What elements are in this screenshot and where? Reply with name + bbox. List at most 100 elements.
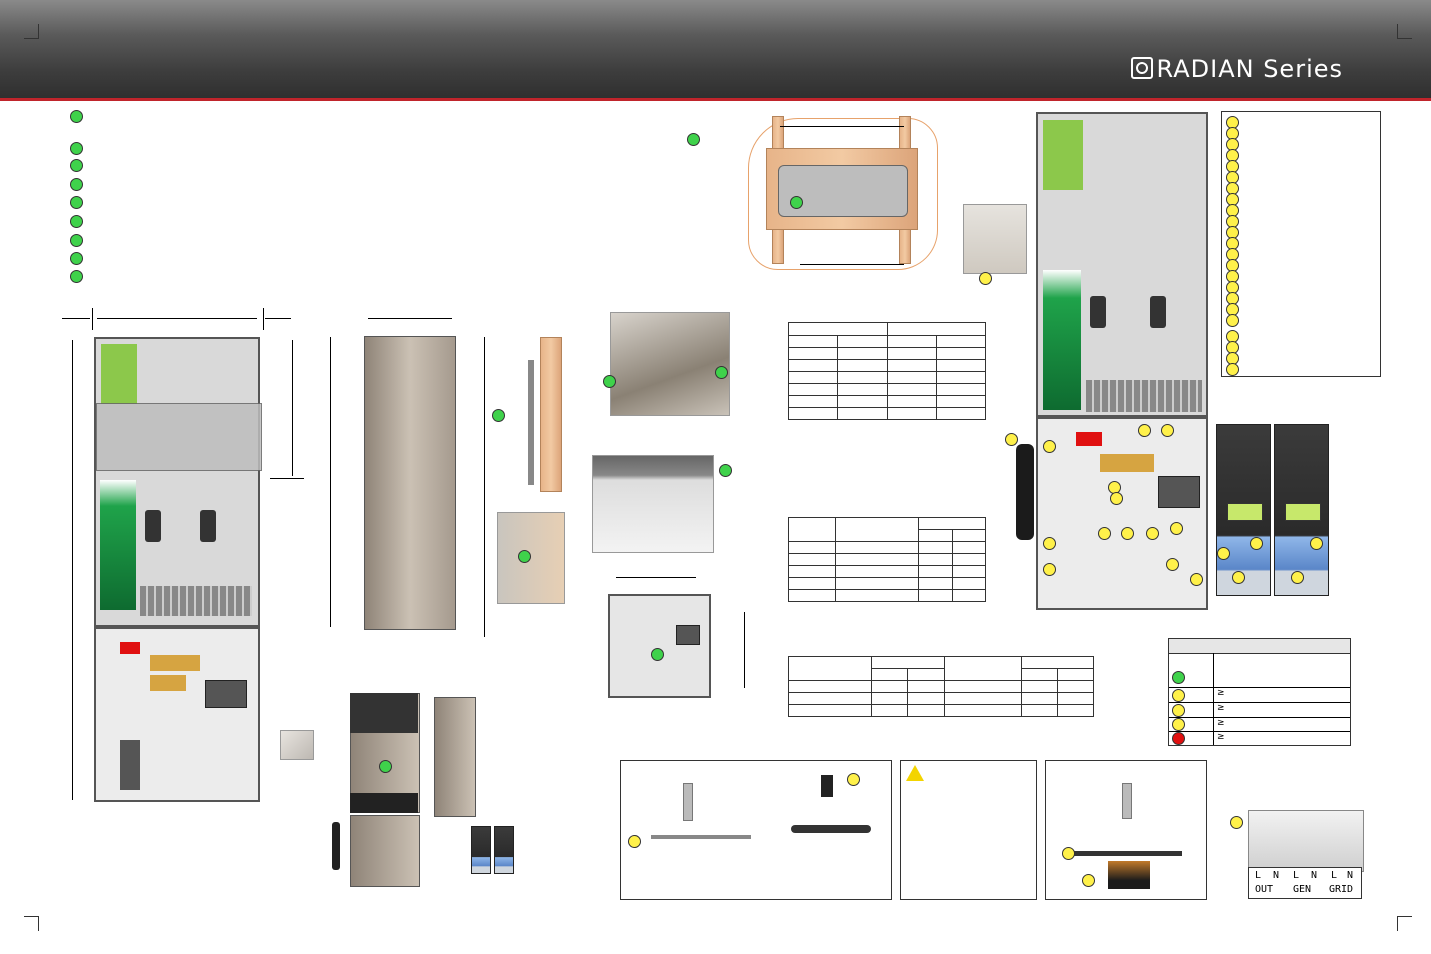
mounting-plate (96, 403, 262, 471)
green-marker-icon (603, 375, 616, 388)
busbar-icon (651, 835, 751, 839)
terminal-block (1248, 810, 1364, 872)
terminal-label: L (1255, 870, 1262, 881)
terminal-group-label: OUT (1255, 884, 1274, 895)
green-marker-icon (687, 133, 700, 146)
side-panel (364, 336, 456, 630)
remote-display-icon (332, 822, 340, 870)
green-marker-icon (70, 196, 83, 209)
inverter-top-vent (350, 693, 418, 733)
brand-text: RADIAN Series (1156, 55, 1343, 83)
crop-mark-icon (1397, 24, 1412, 39)
legend-header (1169, 639, 1350, 654)
warning-panel (900, 760, 1037, 900)
dimension-line (368, 318, 452, 319)
fan-icon (1090, 296, 1106, 328)
legend-symbol: ≥ (1217, 718, 1225, 728)
dimension-line (265, 318, 291, 319)
green-marker-icon (70, 142, 83, 155)
dimension-line (270, 478, 304, 479)
yellow-marker-icon (1043, 537, 1056, 550)
crop-mark-icon (24, 916, 39, 931)
terminal-screw-icon (821, 775, 833, 797)
vent-grille (1086, 380, 1202, 412)
spec-table-1 (787, 322, 987, 420)
wall-outline (748, 118, 938, 270)
side-enclosure (434, 697, 476, 817)
yellow-marker-icon (1146, 527, 1159, 540)
legend-symbol: ≥ (1217, 732, 1225, 742)
dimension-line (292, 340, 293, 476)
yellow-marker-icon (1138, 424, 1151, 437)
lcd-display (1285, 503, 1321, 521)
inverter-wiring-box (94, 627, 260, 802)
yellow-marker-icon (1172, 704, 1185, 717)
bolt-icon (683, 783, 693, 821)
breaker-icon (1158, 476, 1200, 508)
legend-symbol: ≥ (1217, 688, 1225, 698)
remote-photo (280, 730, 314, 760)
yellow-marker-icon (1230, 816, 1243, 829)
green-marker-icon (70, 270, 83, 283)
busbar (150, 675, 186, 691)
warning-icon (906, 765, 924, 781)
terminal-strip (120, 740, 140, 790)
spec-table-2 (788, 517, 986, 602)
component-list-box (1221, 111, 1381, 377)
breaker-icon (676, 625, 700, 645)
green-marker-icon (70, 215, 83, 228)
busbar (1100, 454, 1154, 472)
terminal-label-strip: L N L N L N OUT GEN GRID (1248, 867, 1362, 899)
vent-grille (140, 586, 252, 616)
lcd-display (1227, 503, 1263, 521)
brand-title: RADIAN Series (1130, 55, 1343, 83)
terminal-group-label: GRID (1329, 884, 1354, 895)
mount-photo (497, 512, 565, 604)
mounting-plate (778, 165, 908, 217)
green-marker-icon (70, 159, 83, 172)
terminal-label: N (1273, 870, 1280, 881)
control-board (1043, 270, 1081, 410)
legend-divider (1213, 653, 1214, 745)
legend-divider (1169, 687, 1350, 688)
dimension-line (330, 337, 331, 627)
green-marker-icon (651, 648, 664, 661)
legend-table: ≥ ≥ ≥ ≥ (1168, 638, 1351, 746)
green-marker-icon (492, 409, 505, 422)
fan-icon (145, 510, 161, 542)
dimension-line (62, 318, 90, 319)
yellow-marker-icon (1226, 314, 1239, 327)
green-label (1043, 120, 1083, 190)
green-marker-icon (70, 252, 83, 265)
terminal-label: N (1311, 870, 1318, 881)
yellow-marker-icon (1166, 558, 1179, 571)
yellow-marker-icon (1161, 424, 1174, 437)
dimension-line (92, 308, 93, 330)
yellow-marker-icon (1110, 492, 1123, 505)
mounting-bracket (528, 360, 534, 485)
yellow-marker-icon (1043, 563, 1056, 576)
yellow-marker-icon (1098, 527, 1111, 540)
terminal-block-icon (1108, 861, 1150, 889)
control-board (100, 480, 136, 610)
yellow-marker-icon (1217, 547, 1230, 560)
legend-divider (1169, 731, 1350, 732)
red-marker-icon (1172, 732, 1185, 745)
spec-table-3 (788, 656, 1095, 717)
dimension-line (97, 318, 257, 319)
charge-controller-icon (471, 826, 491, 874)
yellow-marker-icon (1310, 537, 1323, 550)
yellow-marker-icon (1005, 433, 1018, 446)
yellow-marker-icon (1043, 440, 1056, 453)
green-marker-icon (70, 178, 83, 191)
yellow-marker-icon (1121, 527, 1134, 540)
terminal-stack-panel (1045, 760, 1207, 900)
yellow-marker-icon (847, 773, 860, 786)
mounting-photo (610, 312, 730, 416)
green-marker-icon (1172, 671, 1185, 684)
cable-lug-icon (791, 825, 871, 833)
green-marker-icon (518, 550, 531, 563)
breaker-icon (205, 680, 247, 708)
fan-icon (200, 510, 216, 542)
green-marker-icon (790, 196, 803, 209)
